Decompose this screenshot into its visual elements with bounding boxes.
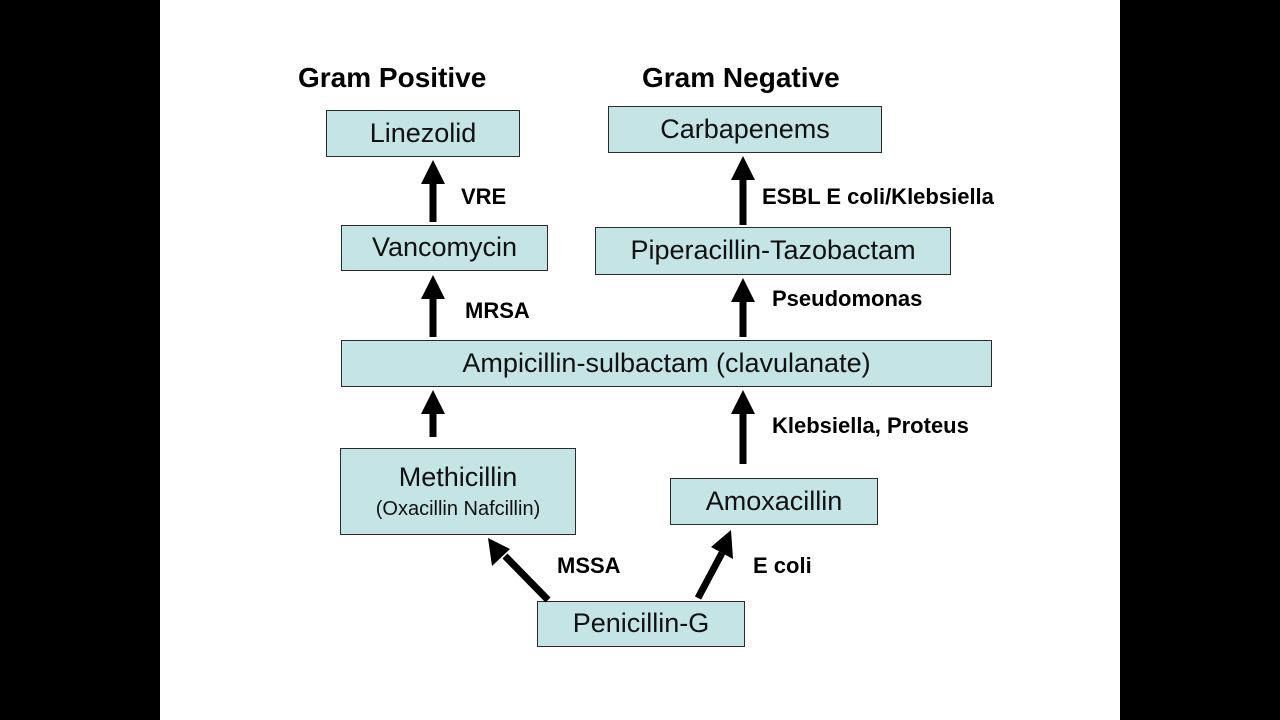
node-carbapenems: Carbapenems [608, 106, 882, 153]
edge-label-e-coli: E coli [753, 553, 812, 578]
edge-label-esbl: ESBL E coli/Klebsiella [762, 184, 994, 209]
node-ampicillin-sulbactam-label: Ampicillin-sulbactam (clavulanate) [462, 347, 871, 378]
node-methicillin-label: Methicillin [398, 462, 518, 493]
edge-label-vre: VRE [461, 184, 507, 209]
edge-label-klebsiella-proteus: Klebsiella, Proteus [772, 413, 969, 438]
node-vancomycin-label: Vancomycin [371, 232, 518, 263]
node-carbapenems-label: Carbapenems [660, 113, 830, 144]
node-piperacillin-tazobactam: Piperacillin-Tazobactam [595, 227, 951, 275]
node-ampicillin-sulbactam: Ampicillin-sulbactam (clavulanate) [341, 340, 992, 387]
node-methicillin-sublabel: (Oxacillin Nafcillin) [375, 497, 541, 520]
edge-label-pseudomonas: Pseudomonas [772, 286, 923, 311]
node-amoxacillin: Amoxacillin [670, 478, 878, 525]
edge-label-mssa: MSSA [557, 553, 621, 578]
node-linezolid: Linezolid [326, 110, 520, 157]
heading-gram-positive: Gram Positive [298, 62, 487, 93]
node-amoxacillin-label: Amoxacillin [705, 485, 843, 516]
node-linezolid-label: Linezolid [369, 117, 477, 148]
heading-gram-negative: Gram Negative [642, 62, 840, 93]
node-vancomycin: Vancomycin [341, 225, 548, 271]
edge-label-mrsa: MRSA [465, 298, 530, 323]
node-methicillin: Methicillin (Oxacillin Nafcillin) [340, 448, 576, 535]
node-piperacillin-tazobactam-label: Piperacillin-Tazobactam [630, 235, 916, 266]
node-penicillin-g-label: Penicillin-G [572, 608, 710, 639]
node-penicillin-g: Penicillin-G [537, 601, 745, 647]
